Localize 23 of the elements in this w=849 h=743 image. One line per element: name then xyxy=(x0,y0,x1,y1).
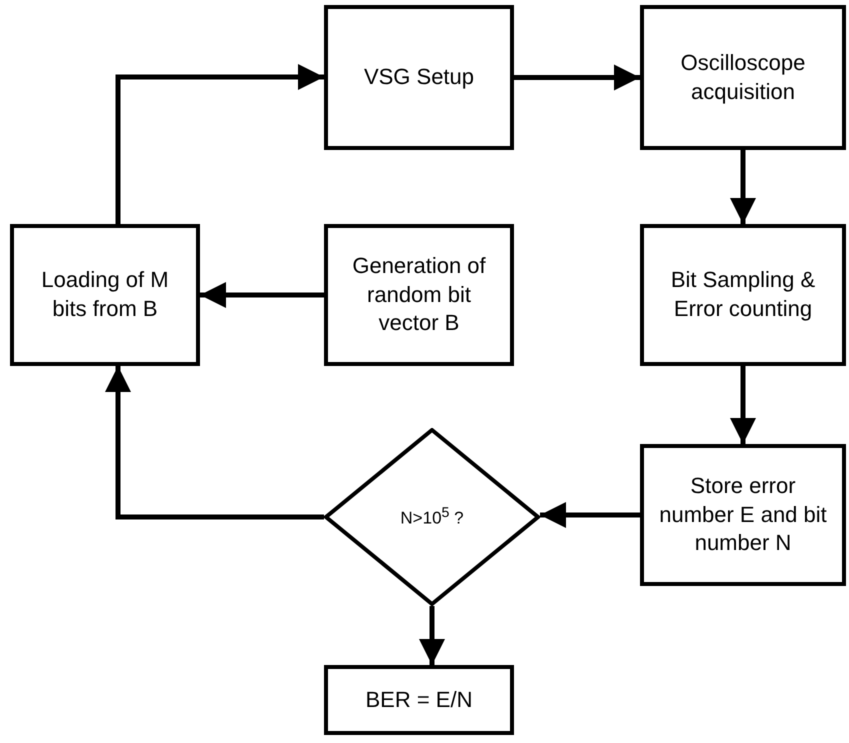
arrow xyxy=(116,64,324,224)
arrow xyxy=(514,64,640,90)
box-text: VSG Setup xyxy=(364,63,474,92)
process-box xyxy=(10,224,200,366)
box-text: Store error number E and bit number N xyxy=(658,472,828,558)
arrow xyxy=(419,606,445,665)
arrow xyxy=(730,366,756,444)
decision-text: N>10$^{5}$ ? xyxy=(399,504,465,530)
arrow xyxy=(730,150,756,224)
box-text: Generation of random bit vector B xyxy=(351,252,487,338)
process-box xyxy=(640,224,846,366)
process-box xyxy=(640,5,846,150)
process-box xyxy=(324,665,514,735)
process-box xyxy=(324,224,514,366)
arrow xyxy=(200,282,324,308)
box-text: Bit Sampling & Error counting xyxy=(670,266,816,323)
box-text: Loading of M bits from B xyxy=(40,266,170,323)
process-box xyxy=(640,444,846,586)
arrow xyxy=(540,502,640,528)
arrow xyxy=(105,366,324,520)
process-box xyxy=(324,5,514,150)
box-text: Oscilloscope acquisition xyxy=(680,48,806,106)
box-text: BER = E/N xyxy=(366,686,472,714)
